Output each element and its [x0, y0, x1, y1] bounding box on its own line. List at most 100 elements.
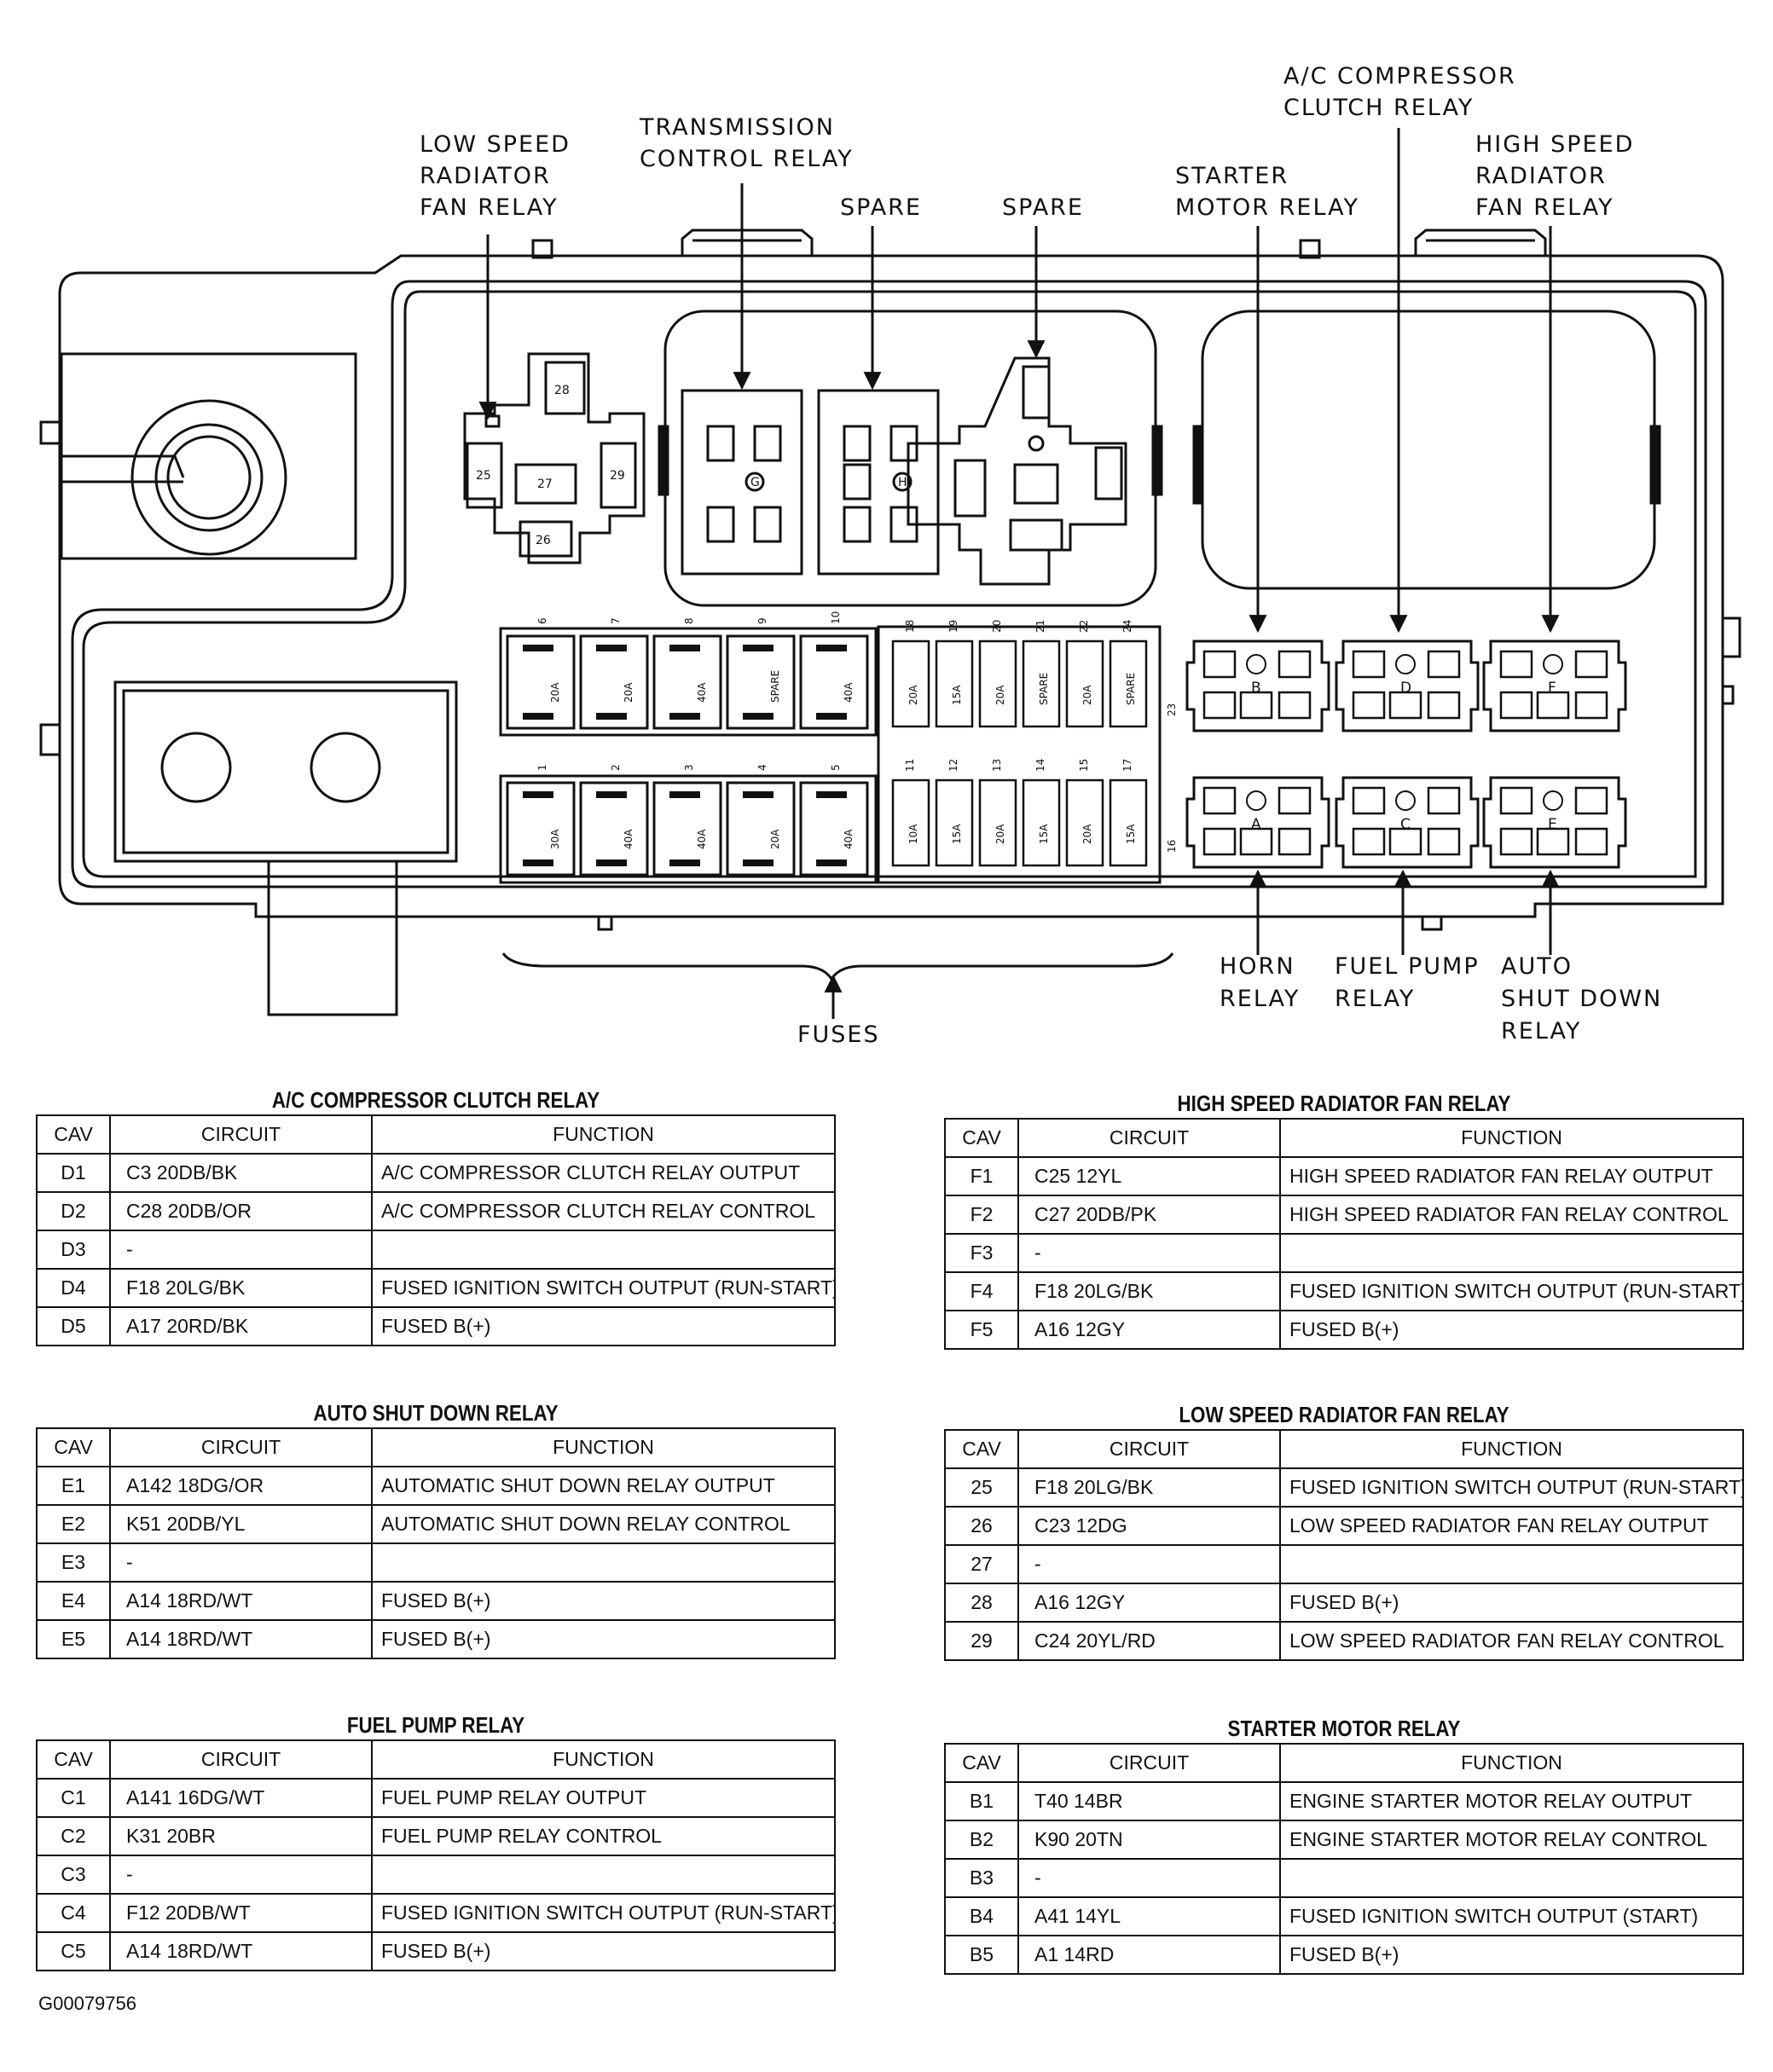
cell-cav: D4: [36, 1268, 111, 1308]
cell-function: [371, 1855, 836, 1895]
cell-cav: F3: [944, 1233, 1019, 1273]
fuse-rating: 20A: [769, 829, 781, 849]
header-function: FUNCTION: [1279, 1118, 1744, 1158]
relay-pin: [1499, 786, 1533, 815]
relay-pin: [1239, 827, 1273, 856]
cell-circuit: A41 14YL: [1017, 1896, 1281, 1936]
header-function: FUNCTION: [1279, 1743, 1744, 1783]
mini-fuse-slot: [1109, 640, 1148, 728]
cell-circuit: A14 18RD/WT: [109, 1581, 373, 1621]
mini-fuse-slot: [1065, 778, 1104, 867]
cell-circuit: A142 18DG/OR: [109, 1466, 373, 1506]
relay-pin: [1202, 691, 1237, 720]
relay-pin: [1352, 786, 1386, 815]
cell-cav: B2: [944, 1820, 1019, 1860]
cell-cav: C1: [36, 1778, 111, 1818]
table-row: 27-: [944, 1544, 1744, 1584]
cell-circuit: C25 12YL: [1017, 1156, 1281, 1196]
cell-circuit: F18 20LG/BK: [1017, 1271, 1281, 1311]
relay-pin: [1388, 691, 1422, 720]
fuse-slot: [726, 634, 796, 730]
cell-circuit: T40 14BR: [1017, 1781, 1281, 1821]
mini-fuse-slot: [978, 778, 1017, 867]
cell-function: [1279, 1544, 1744, 1584]
header-cav: CAV: [36, 1427, 111, 1467]
cell-cav: B3: [944, 1858, 1019, 1898]
relay-pin: [1278, 691, 1312, 720]
cell-circuit: C28 20DB/OR: [109, 1191, 373, 1231]
image-code: G00079756: [38, 1993, 136, 2014]
cell-cav: D5: [36, 1306, 111, 1346]
cell-circuit: -: [109, 1230, 373, 1270]
fuse-slot: [726, 781, 796, 877]
cell-function: FUSED B(+): [1279, 1310, 1744, 1350]
relay-letter-e: E: [1548, 816, 1557, 833]
relay-pin: [1388, 827, 1422, 856]
mini-fuse-number: 24: [1121, 620, 1133, 633]
cell-cav: C2: [36, 1816, 111, 1856]
fuse-terminal: [523, 645, 553, 720]
cell-circuit: F18 20LG/BK: [1017, 1467, 1281, 1508]
cell-circuit: A1 14RD: [1017, 1935, 1281, 1975]
cell-function: ENGINE STARTER MOTOR RELAY OUTPUT: [1279, 1781, 1744, 1821]
mini-fuse-rating: 15A: [951, 824, 963, 844]
mini-fuse-number-23: 23: [1166, 703, 1178, 716]
cell-function: FUSED IGNITION SWITCH OUTPUT (RUN-START): [1279, 1467, 1744, 1508]
relay-pin: [1278, 786, 1312, 815]
cell-circuit: -: [1017, 1858, 1281, 1898]
mini-fuse-number: 11: [904, 759, 916, 772]
relay-pin: [1427, 827, 1461, 856]
fuse-number: 4: [756, 764, 768, 771]
header-circuit: CIRCUIT: [109, 1114, 373, 1155]
low-speed-cavity-25: 25: [476, 469, 491, 483]
callout-fuel-pump-relay: FUEL PUMP RELAY: [1335, 953, 1488, 1012]
cell-cav: F2: [944, 1195, 1019, 1235]
cell-cav: 29: [944, 1621, 1019, 1661]
header-cav: CAV: [944, 1743, 1019, 1783]
relay-letter-h: H: [898, 476, 907, 489]
table-title: AUTO SHUT DOWN RELAY: [313, 1400, 559, 1426]
table-row: D3-: [36, 1230, 836, 1270]
cell-cav: 25: [944, 1467, 1019, 1508]
fuse-number: 6: [536, 617, 548, 624]
cell-circuit: -: [1017, 1233, 1281, 1273]
relay-letter-g: G: [750, 476, 760, 489]
fuse-number: 5: [830, 764, 842, 771]
header-function: FUNCTION: [371, 1427, 836, 1467]
mini-fuse-slot: [978, 640, 1017, 728]
relay-letter-circle: [1246, 654, 1266, 674]
mini-fuse-rating: 15A: [951, 685, 963, 705]
table-ac-compressor-clutch-relay: A/C COMPRESSOR CLUTCH RELAY CAV CIRCUIT …: [36, 1085, 836, 1346]
relay-pin: [1427, 786, 1461, 815]
header-circuit: CIRCUIT: [1017, 1743, 1281, 1783]
cell-cav: F5: [944, 1310, 1019, 1350]
relay-pin: [1278, 650, 1312, 679]
relay-pin: [1499, 827, 1533, 856]
mini-fuse-number: 12: [947, 759, 959, 772]
cell-cav: D1: [36, 1153, 111, 1193]
fuse-terminal: [669, 645, 700, 720]
callout-spare-1: SPARE: [840, 194, 922, 221]
mini-fuse-slot: [1109, 778, 1148, 867]
cell-function: [371, 1542, 836, 1583]
cell-function: LOW SPEED RADIATOR FAN RELAY OUTPUT: [1279, 1506, 1744, 1546]
fuse-terminal: [816, 791, 847, 866]
header-circuit: CIRCUIT: [109, 1427, 373, 1467]
low-speed-cavity-28: 28: [554, 384, 570, 397]
relay-pin: [1574, 650, 1608, 679]
table-title: HIGH SPEED RADIATOR FAN RELAY: [1177, 1091, 1511, 1116]
cell-function: FUSED IGNITION SWITCH OUTPUT (RUN-START): [371, 1893, 836, 1933]
fuse-terminal: [743, 791, 774, 866]
callout-fuses: FUSES: [797, 1022, 880, 1048]
table-row: F3-: [944, 1233, 1744, 1273]
mini-fuse-slot: [1022, 640, 1061, 728]
mini-fuse-rating: 20A: [1081, 824, 1093, 844]
